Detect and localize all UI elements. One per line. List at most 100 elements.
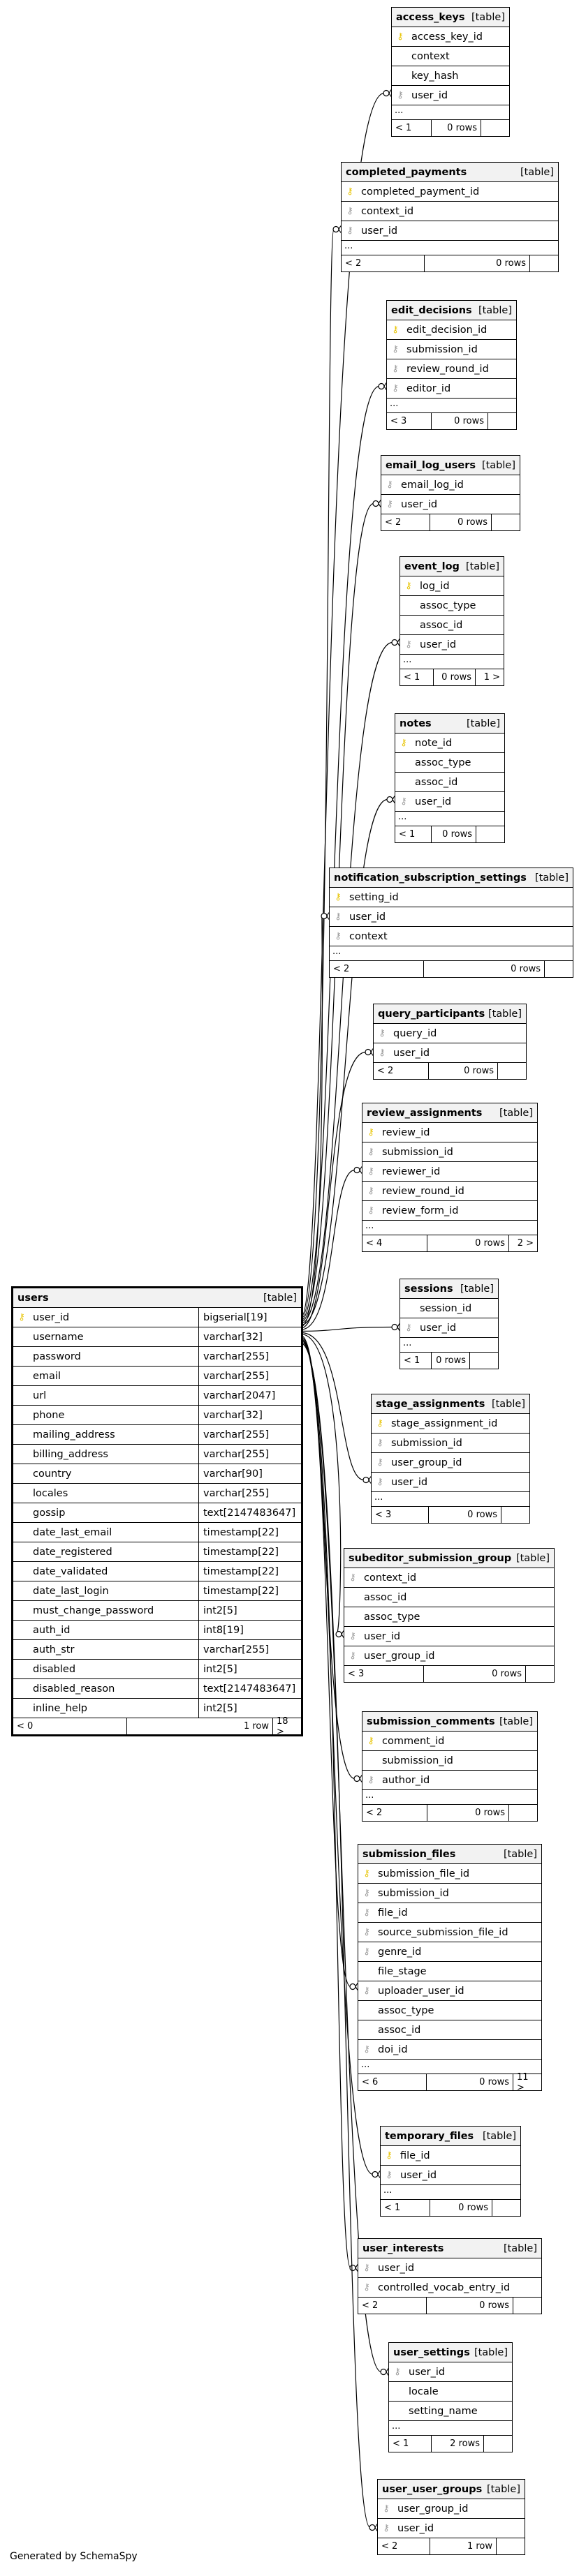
footer-right[interactable] bbox=[501, 1507, 529, 1523]
column-row[interactable]: ⚷file_id bbox=[381, 2146, 520, 2166]
column-row[interactable]: ⚷edit_decision_id bbox=[387, 320, 516, 340]
footer-right[interactable]: 11 > bbox=[517, 2071, 529, 2093]
column-row[interactable]: ⚷stage_assignment_id bbox=[372, 1414, 529, 1434]
footer-left[interactable]: < 2 bbox=[342, 255, 425, 271]
footer-right[interactable]: 18 > bbox=[277, 1715, 288, 1737]
column-row[interactable]: ⚷note_id bbox=[395, 734, 504, 753]
column-row[interactable]: ⚷user_id bbox=[330, 907, 573, 927]
column-row[interactable]: context bbox=[392, 47, 509, 66]
column-row[interactable]: ⚷uploader_user_id bbox=[358, 1981, 541, 2001]
table-submission-files[interactable]: submission_files[table]⚷submission_file_… bbox=[358, 1844, 542, 2093]
footer-right[interactable] bbox=[530, 255, 558, 271]
footer-left[interactable]: < 2 bbox=[374, 1063, 429, 1079]
footer-left[interactable]: < 3 bbox=[344, 1666, 425, 1682]
column-row[interactable]: ⚷submission_id bbox=[372, 1434, 529, 1453]
column-row[interactable]: ⚷user_id bbox=[372, 1473, 529, 1492]
column-row[interactable]: ⚷submission_id bbox=[387, 340, 516, 359]
column-row[interactable]: ⚷user_id bbox=[378, 2519, 525, 2538]
table-subeditor-submission-group[interactable]: subeditor_submission_group[table]⚷contex… bbox=[344, 1548, 555, 1683]
footer-left[interactable]: < 1 bbox=[389, 2436, 432, 2452]
column-row[interactable]: ⚷access_key_id bbox=[392, 27, 509, 47]
footer-right[interactable] bbox=[492, 514, 520, 530]
footer-left[interactable]: < 2 bbox=[330, 961, 425, 977]
column-row[interactable]: ⚷editor_id bbox=[387, 379, 516, 399]
column-row[interactable]: locale bbox=[389, 2382, 512, 2402]
column-row[interactable]: ⚷context bbox=[330, 927, 573, 946]
footer-right[interactable]: 2 > bbox=[517, 1238, 534, 1249]
footer-left[interactable]: < 2 bbox=[378, 2538, 431, 2554]
table-email-log-users[interactable]: email_log_users[table]⚷email_log_id⚷user… bbox=[381, 455, 520, 531]
table-temporary-files[interactable]: temporary_files[table]⚷file_id⚷user_id..… bbox=[380, 2126, 521, 2217]
column-row[interactable]: setting_name bbox=[389, 2402, 512, 2421]
column-row[interactable]: ⚷submission_id bbox=[358, 1884, 541, 1903]
footer-left[interactable]: < 4 bbox=[362, 1235, 427, 1251]
column-row[interactable]: assoc_type bbox=[395, 753, 504, 773]
column-row[interactable]: ⚷user_group_id bbox=[344, 1646, 554, 1666]
column-row[interactable]: ⚷email_log_id bbox=[381, 475, 520, 495]
table-edit-decisions[interactable]: edit_decisions[table]⚷edit_decision_id⚷s… bbox=[386, 300, 517, 430]
footer-right[interactable] bbox=[498, 1063, 526, 1079]
table-user-interests[interactable]: user_interests[table]⚷user_id⚷controlled… bbox=[358, 2238, 542, 2314]
column-row[interactable]: ⚷completed_payment_id bbox=[342, 182, 558, 202]
column-row[interactable]: ⚷controlled_vocab_entry_id bbox=[358, 2278, 541, 2298]
column-row[interactable]: ⚷user_id bbox=[358, 2258, 541, 2278]
column-row[interactable]: ⚷context_id bbox=[342, 202, 558, 221]
column-row[interactable]: ⚷user_group_id bbox=[372, 1453, 529, 1473]
column-row[interactable]: ⚷user_id bbox=[395, 792, 504, 812]
footer-left[interactable]: < 1 bbox=[381, 2200, 430, 2216]
column-row[interactable]: submission_id bbox=[362, 1751, 537, 1771]
column-row[interactable]: ⚷comment_id bbox=[362, 1732, 537, 1751]
column-row[interactable]: ⚷doi_id bbox=[358, 2040, 541, 2060]
column-row[interactable]: ⚷user_group_id bbox=[378, 2499, 525, 2519]
footer-right[interactable] bbox=[470, 1353, 498, 1369]
footer-left[interactable]: < 3 bbox=[372, 1507, 430, 1523]
footer-left[interactable]: < 1 bbox=[400, 1353, 432, 1369]
footer-right[interactable] bbox=[509, 1805, 537, 1821]
column-row[interactable]: key_hash bbox=[392, 66, 509, 86]
table-completed-payments[interactable]: completed_payments[table]⚷completed_paym… bbox=[341, 162, 559, 272]
footer-right[interactable] bbox=[481, 120, 509, 136]
column-row[interactable]: ⚷context_id bbox=[344, 1568, 554, 1588]
table-user-user-groups[interactable]: user_user_groups[table]⚷user_group_id⚷us… bbox=[377, 2479, 525, 2555]
footer-left[interactable]: < 3 bbox=[387, 413, 432, 429]
column-row[interactable]: session_id bbox=[400, 1299, 498, 1318]
footer-right[interactable] bbox=[545, 961, 573, 977]
column-row[interactable]: assoc_id bbox=[358, 2020, 541, 2040]
column-row[interactable]: ⚷review_round_id bbox=[387, 359, 516, 379]
column-row[interactable]: assoc_type bbox=[400, 596, 504, 616]
column-row[interactable]: ⚷genre_id bbox=[358, 1942, 541, 1962]
footer-left[interactable]: < 2 bbox=[381, 514, 431, 530]
column-row[interactable]: ⚷author_id bbox=[362, 1771, 537, 1790]
footer-left[interactable]: < 1 bbox=[395, 826, 432, 842]
footer-left[interactable]: < 2 bbox=[362, 1805, 427, 1821]
footer-right[interactable] bbox=[492, 2200, 520, 2216]
table-review-assignments[interactable]: review_assignments[table]⚷review_id⚷subm… bbox=[362, 1103, 538, 1252]
footer-right[interactable] bbox=[488, 413, 516, 429]
footer-left[interactable]: < 6 bbox=[358, 2074, 427, 2090]
footer-right[interactable] bbox=[484, 2436, 512, 2452]
column-row[interactable]: ⚷user_id bbox=[342, 221, 558, 241]
footer-right[interactable] bbox=[476, 826, 504, 842]
footer-left[interactable]: < 0 bbox=[13, 1718, 128, 1734]
column-row[interactable]: ⚷user_id bbox=[381, 495, 520, 514]
column-row[interactable]: ⚷log_id bbox=[400, 576, 504, 596]
column-row[interactable]: assoc_id bbox=[400, 616, 504, 635]
